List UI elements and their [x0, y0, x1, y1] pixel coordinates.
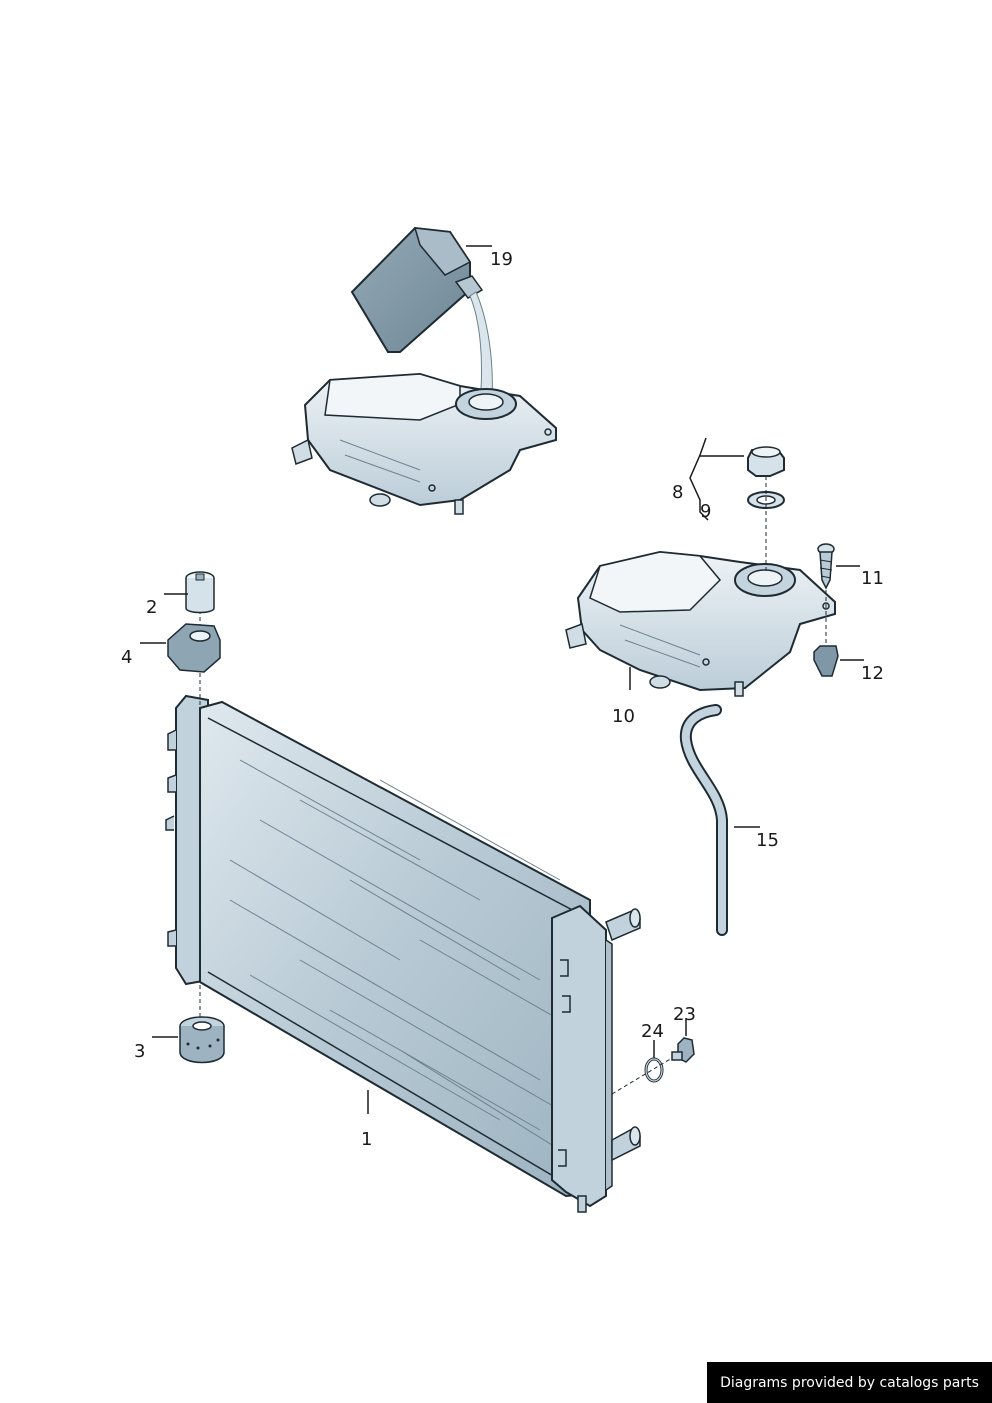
credit-text: Diagrams provided by catalogs parts: [720, 1374, 979, 1391]
callout-9: 9: [700, 501, 711, 522]
credit-banner: Diagrams provided by catalogs parts: [707, 1362, 992, 1403]
callout-3: 3: [134, 1041, 145, 1062]
callout-12: 12: [861, 663, 884, 684]
bushing: [185, 571, 215, 614]
drain-axis-line: [611, 1057, 673, 1095]
callout-11: 11: [861, 568, 884, 589]
radiator: [165, 694, 641, 1213]
seal-ring: [644, 1057, 664, 1083]
filler-cap: [747, 446, 785, 477]
callout-15: 15: [756, 830, 779, 851]
callout-23: 23: [673, 1004, 696, 1025]
coolant-refill-illustration: [291, 226, 557, 515]
callout-1: 1: [361, 1129, 372, 1150]
callout-2: 2: [146, 597, 157, 618]
expansion-tank: [565, 550, 836, 697]
clip-nut: [813, 645, 839, 677]
rubber-mount-bottom: [179, 1016, 225, 1064]
drain-plug: [671, 1037, 695, 1063]
coolant-hose: [679, 704, 728, 936]
screw: [817, 543, 835, 590]
callout-8: 8: [672, 482, 683, 503]
callout-10: 10: [612, 706, 635, 727]
callout-4: 4: [121, 647, 132, 668]
callout-19: 19: [490, 249, 513, 270]
bracket-8-9: [689, 437, 709, 521]
rubber-mount-top: [167, 623, 221, 673]
callout-24: 24: [641, 1021, 664, 1042]
